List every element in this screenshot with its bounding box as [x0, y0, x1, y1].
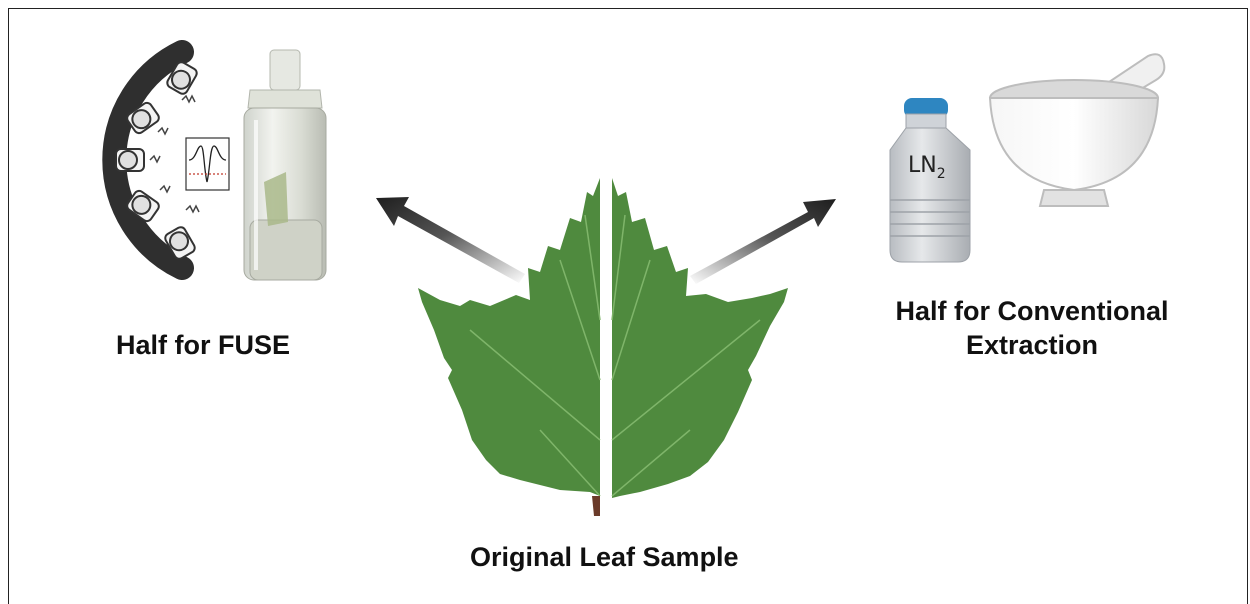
arrow-left-icon	[376, 197, 525, 283]
liquid-nitrogen-dewar-icon: LN2	[890, 98, 970, 262]
leaf-left-half	[418, 178, 600, 516]
fiber-holder-photo	[244, 50, 326, 280]
arrow-right-icon	[690, 199, 836, 284]
fuse-spectrometer-arc-icon	[114, 52, 229, 268]
leaf-right-half	[612, 178, 788, 498]
fuse-caption: Half for FUSE	[116, 328, 290, 362]
conventional-caption-line2: Extraction	[891, 328, 1173, 362]
conventional-caption-line1: Half for Conventional	[891, 294, 1173, 328]
signal-trace-icon	[186, 138, 229, 190]
mortar-and-pestle-icon	[990, 54, 1164, 206]
original-caption: Original Leaf Sample	[470, 540, 739, 574]
conventional-caption: Half for Conventional Extraction	[891, 294, 1173, 362]
